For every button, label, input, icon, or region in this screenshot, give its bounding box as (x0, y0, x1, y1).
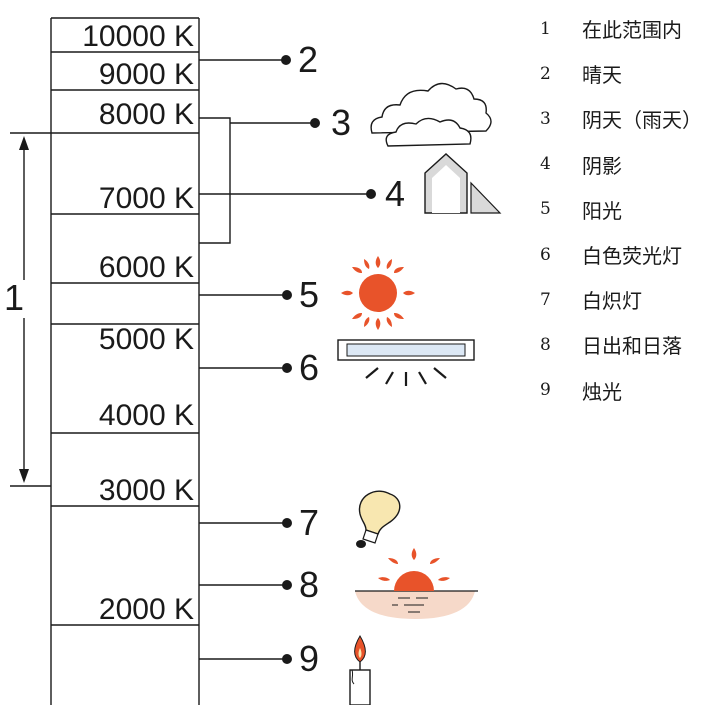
range-marker: 1 (4, 132, 51, 487)
pointer-dot (282, 290, 292, 300)
scale-label: 6000 K (99, 251, 194, 284)
bracket-3 (199, 117, 231, 244)
legend-item: 5 阳光 (540, 187, 702, 232)
legend-text: 阳光 (582, 198, 622, 223)
legend-item: 7 白炽灯 (540, 277, 702, 322)
marker-label-9: 9 (299, 638, 319, 679)
pointer-dot (310, 118, 320, 128)
light-bulb-icon (356, 490, 401, 548)
pointer-dot (282, 580, 292, 590)
sunset-icon (355, 548, 478, 619)
scale-label: 2000 K (99, 593, 194, 626)
legend-text: 阴天（雨天） (582, 108, 702, 133)
cloud-icon (370, 82, 492, 147)
pointer-dot (282, 518, 292, 528)
pointer-dot (282, 654, 292, 664)
legend: 1 在此范围内 2 晴天 3 阴天（雨天） 4 阴影 5 阳光 6 白色荧光灯 7 白炽灯 8… (540, 6, 702, 413)
legend-num: 1 (540, 18, 551, 39)
scale-label: 5000 K (99, 323, 194, 356)
legend-item: 1 在此范围内 (540, 6, 702, 51)
marker-label-7: 7 (299, 502, 319, 543)
legend-num: 2 (540, 63, 551, 84)
pointer-dot (366, 189, 376, 199)
legend-item: 8 日出和日落 (540, 322, 702, 367)
legend-item: 9 烛光 (540, 368, 702, 413)
legend-text: 烛光 (582, 379, 622, 404)
marker-label-8: 8 (299, 564, 319, 605)
scale-label: 7000 K (99, 182, 194, 215)
scale-label: 10000 K (82, 20, 194, 53)
legend-num: 5 (540, 199, 551, 220)
fluorescent-lamp-icon (337, 339, 475, 386)
legend-text: 在此范围内 (582, 18, 682, 43)
range-label: 1 (4, 277, 24, 318)
legend-item: 4 阴影 (540, 142, 702, 187)
pointer-dot (282, 363, 292, 373)
legend-text: 日出和日落 (582, 334, 682, 359)
candle-icon (349, 635, 371, 705)
legend-num: 6 (540, 244, 551, 265)
sun-icon (341, 256, 415, 330)
marker-label-3: 3 (331, 102, 351, 143)
legend-item: 6 白色荧光灯 (540, 232, 702, 277)
temperature-scale: 10000 K 9000 K 8000 K 7000 K 6000 K 5000… (50, 17, 200, 705)
legend-item: 2 晴天 (540, 51, 702, 96)
marker-label-4: 4 (385, 173, 405, 214)
marker-label-5: 5 (299, 274, 319, 315)
legend-num: 9 (540, 380, 551, 401)
scale-label: 8000 K (99, 98, 194, 131)
legend-item: 3 阴天（雨天） (540, 96, 702, 141)
marker-label-2: 2 (298, 39, 318, 80)
legend-text: 晴天 (582, 63, 622, 88)
marker-label-6: 6 (299, 347, 319, 388)
arrow-up-icon (19, 136, 29, 150)
legend-text: 白色荧光灯 (582, 244, 682, 269)
scale-label: 4000 K (99, 399, 194, 432)
legend-num: 8 (540, 334, 551, 355)
shade-house-icon (424, 153, 502, 214)
arrow-down-icon (19, 469, 29, 483)
legend-text: 白炽灯 (582, 289, 642, 314)
legend-num: 4 (540, 154, 551, 175)
legend-text: 阴影 (582, 153, 622, 178)
scale-label: 9000 K (99, 58, 194, 91)
pointer-dot (281, 55, 291, 65)
pointer-lines: 2 3 4 5 6 7 8 9 (199, 39, 405, 679)
legend-num: 3 (540, 108, 551, 129)
scale-label: 3000 K (99, 474, 194, 507)
legend-num: 7 (540, 289, 551, 310)
